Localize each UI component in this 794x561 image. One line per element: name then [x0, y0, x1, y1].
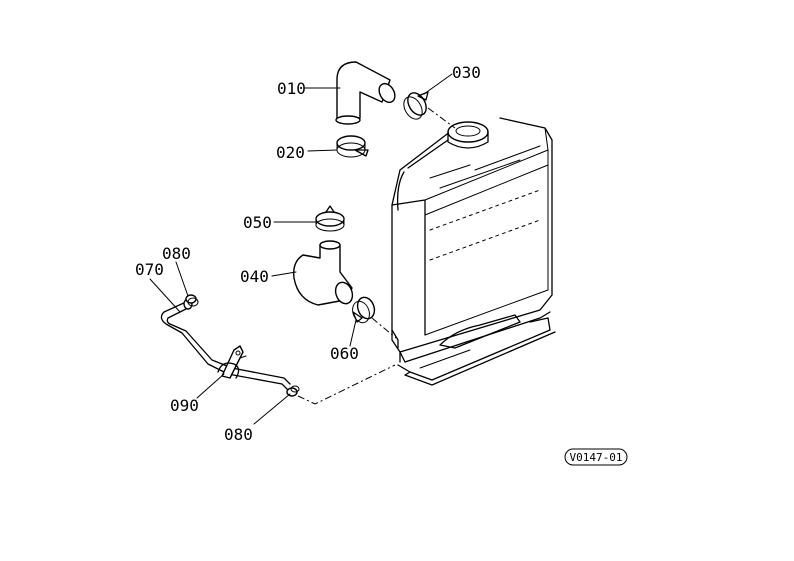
label-060: 060 — [330, 344, 359, 363]
label-010: 010 — [277, 79, 306, 98]
hose-clamp-060 — [352, 296, 376, 324]
label-080-top: 080 — [162, 244, 191, 263]
label-080-bottom: 080 — [224, 425, 253, 444]
reference-code-badge: V0147-01 — [564, 448, 628, 466]
assembly-line-bottom — [297, 364, 396, 405]
label-090: 090 — [170, 396, 199, 415]
radiator — [391, 117, 556, 386]
assembly-line-upper — [427, 107, 456, 129]
reference-code: V0147-01 — [570, 451, 623, 464]
mounting-bracket — [397, 317, 556, 386]
assembly-line-lower — [371, 317, 397, 339]
hose-clamp-030 — [403, 91, 429, 120]
label-070: 070 — [135, 260, 164, 279]
drain-pipe — [160, 298, 291, 391]
label-030: 030 — [452, 63, 481, 82]
pipe-bracket — [217, 345, 247, 379]
upper-hose — [335, 61, 396, 125]
label-020: 020 — [276, 143, 305, 162]
hose-clamp-050 — [315, 205, 345, 232]
filler-neck — [447, 121, 489, 149]
clip-080-top — [185, 294, 199, 307]
label-040: 040 — [240, 267, 269, 286]
leader-lines — [149, 73, 453, 425]
label-050: 050 — [243, 213, 272, 232]
hose-clamp-020 — [336, 135, 369, 158]
lower-hose — [293, 240, 354, 306]
